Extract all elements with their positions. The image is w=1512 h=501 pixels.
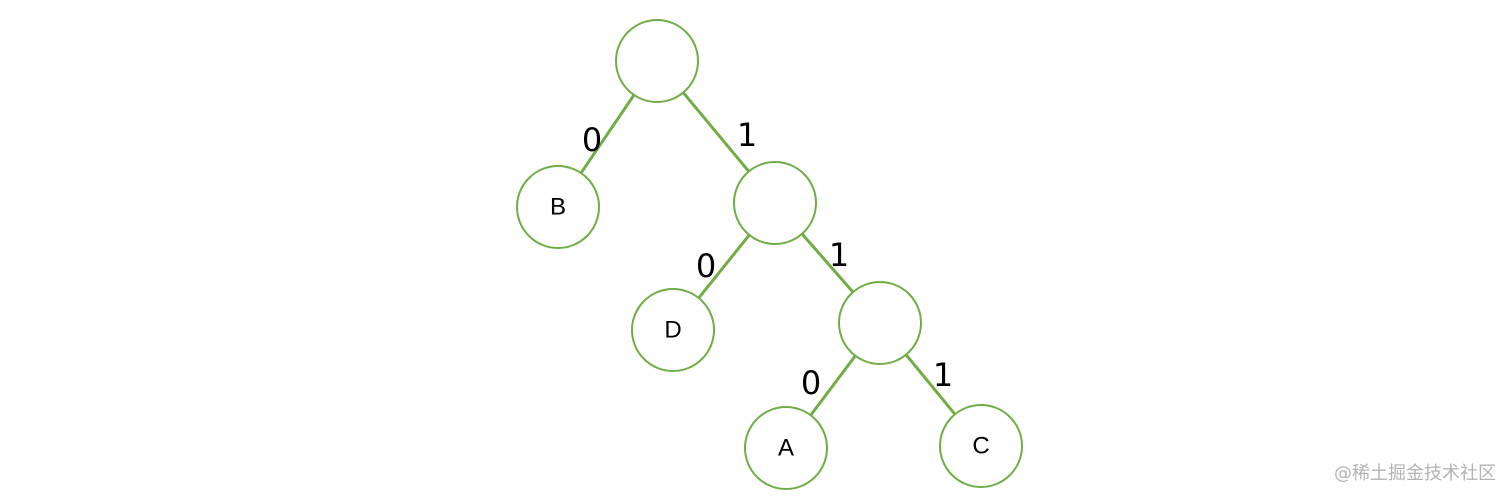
tree-node-A: A (744, 406, 828, 490)
edge-label-n2-C: 1 (933, 356, 953, 394)
tree-node-C: C (939, 404, 1023, 488)
edge-n2-A (809, 354, 857, 417)
edge-label-root-B: 0 (582, 121, 602, 159)
tree-node-n1 (733, 161, 817, 245)
node-circle (733, 161, 817, 245)
edge-labels-layer: 0 1 0 1 0 1 (582, 116, 953, 402)
node-label: D (664, 316, 681, 343)
watermark: @稀土掘金技术社区 (1334, 463, 1496, 484)
edge-label-root-n1: 1 (737, 116, 757, 154)
node-label: B (550, 193, 566, 220)
nodes-layer: B D A C (516, 19, 1023, 490)
node-circle (939, 404, 1023, 488)
node-label: C (972, 432, 989, 459)
tree-node-n2 (838, 281, 922, 365)
edge-label-n1-n2: 1 (829, 236, 849, 274)
tree-node-B: B (516, 165, 600, 249)
node-circle (631, 288, 715, 372)
node-circle (516, 165, 600, 249)
node-circle (838, 281, 922, 365)
edge-n2-C (904, 353, 957, 416)
edge-n1-D (697, 233, 751, 300)
edge-root-n1 (681, 91, 751, 173)
edges-layer (579, 91, 957, 417)
edge-root-B (579, 93, 636, 175)
tree-node-root (615, 19, 699, 103)
edge-label-n2-A: 0 (801, 364, 821, 402)
edge-n1-n2 (800, 232, 855, 294)
edge-label-n1-D: 0 (696, 247, 716, 285)
node-label: A (778, 434, 794, 461)
node-circle (744, 406, 828, 490)
node-circle (615, 19, 699, 103)
tree-node-D: D (631, 288, 715, 372)
